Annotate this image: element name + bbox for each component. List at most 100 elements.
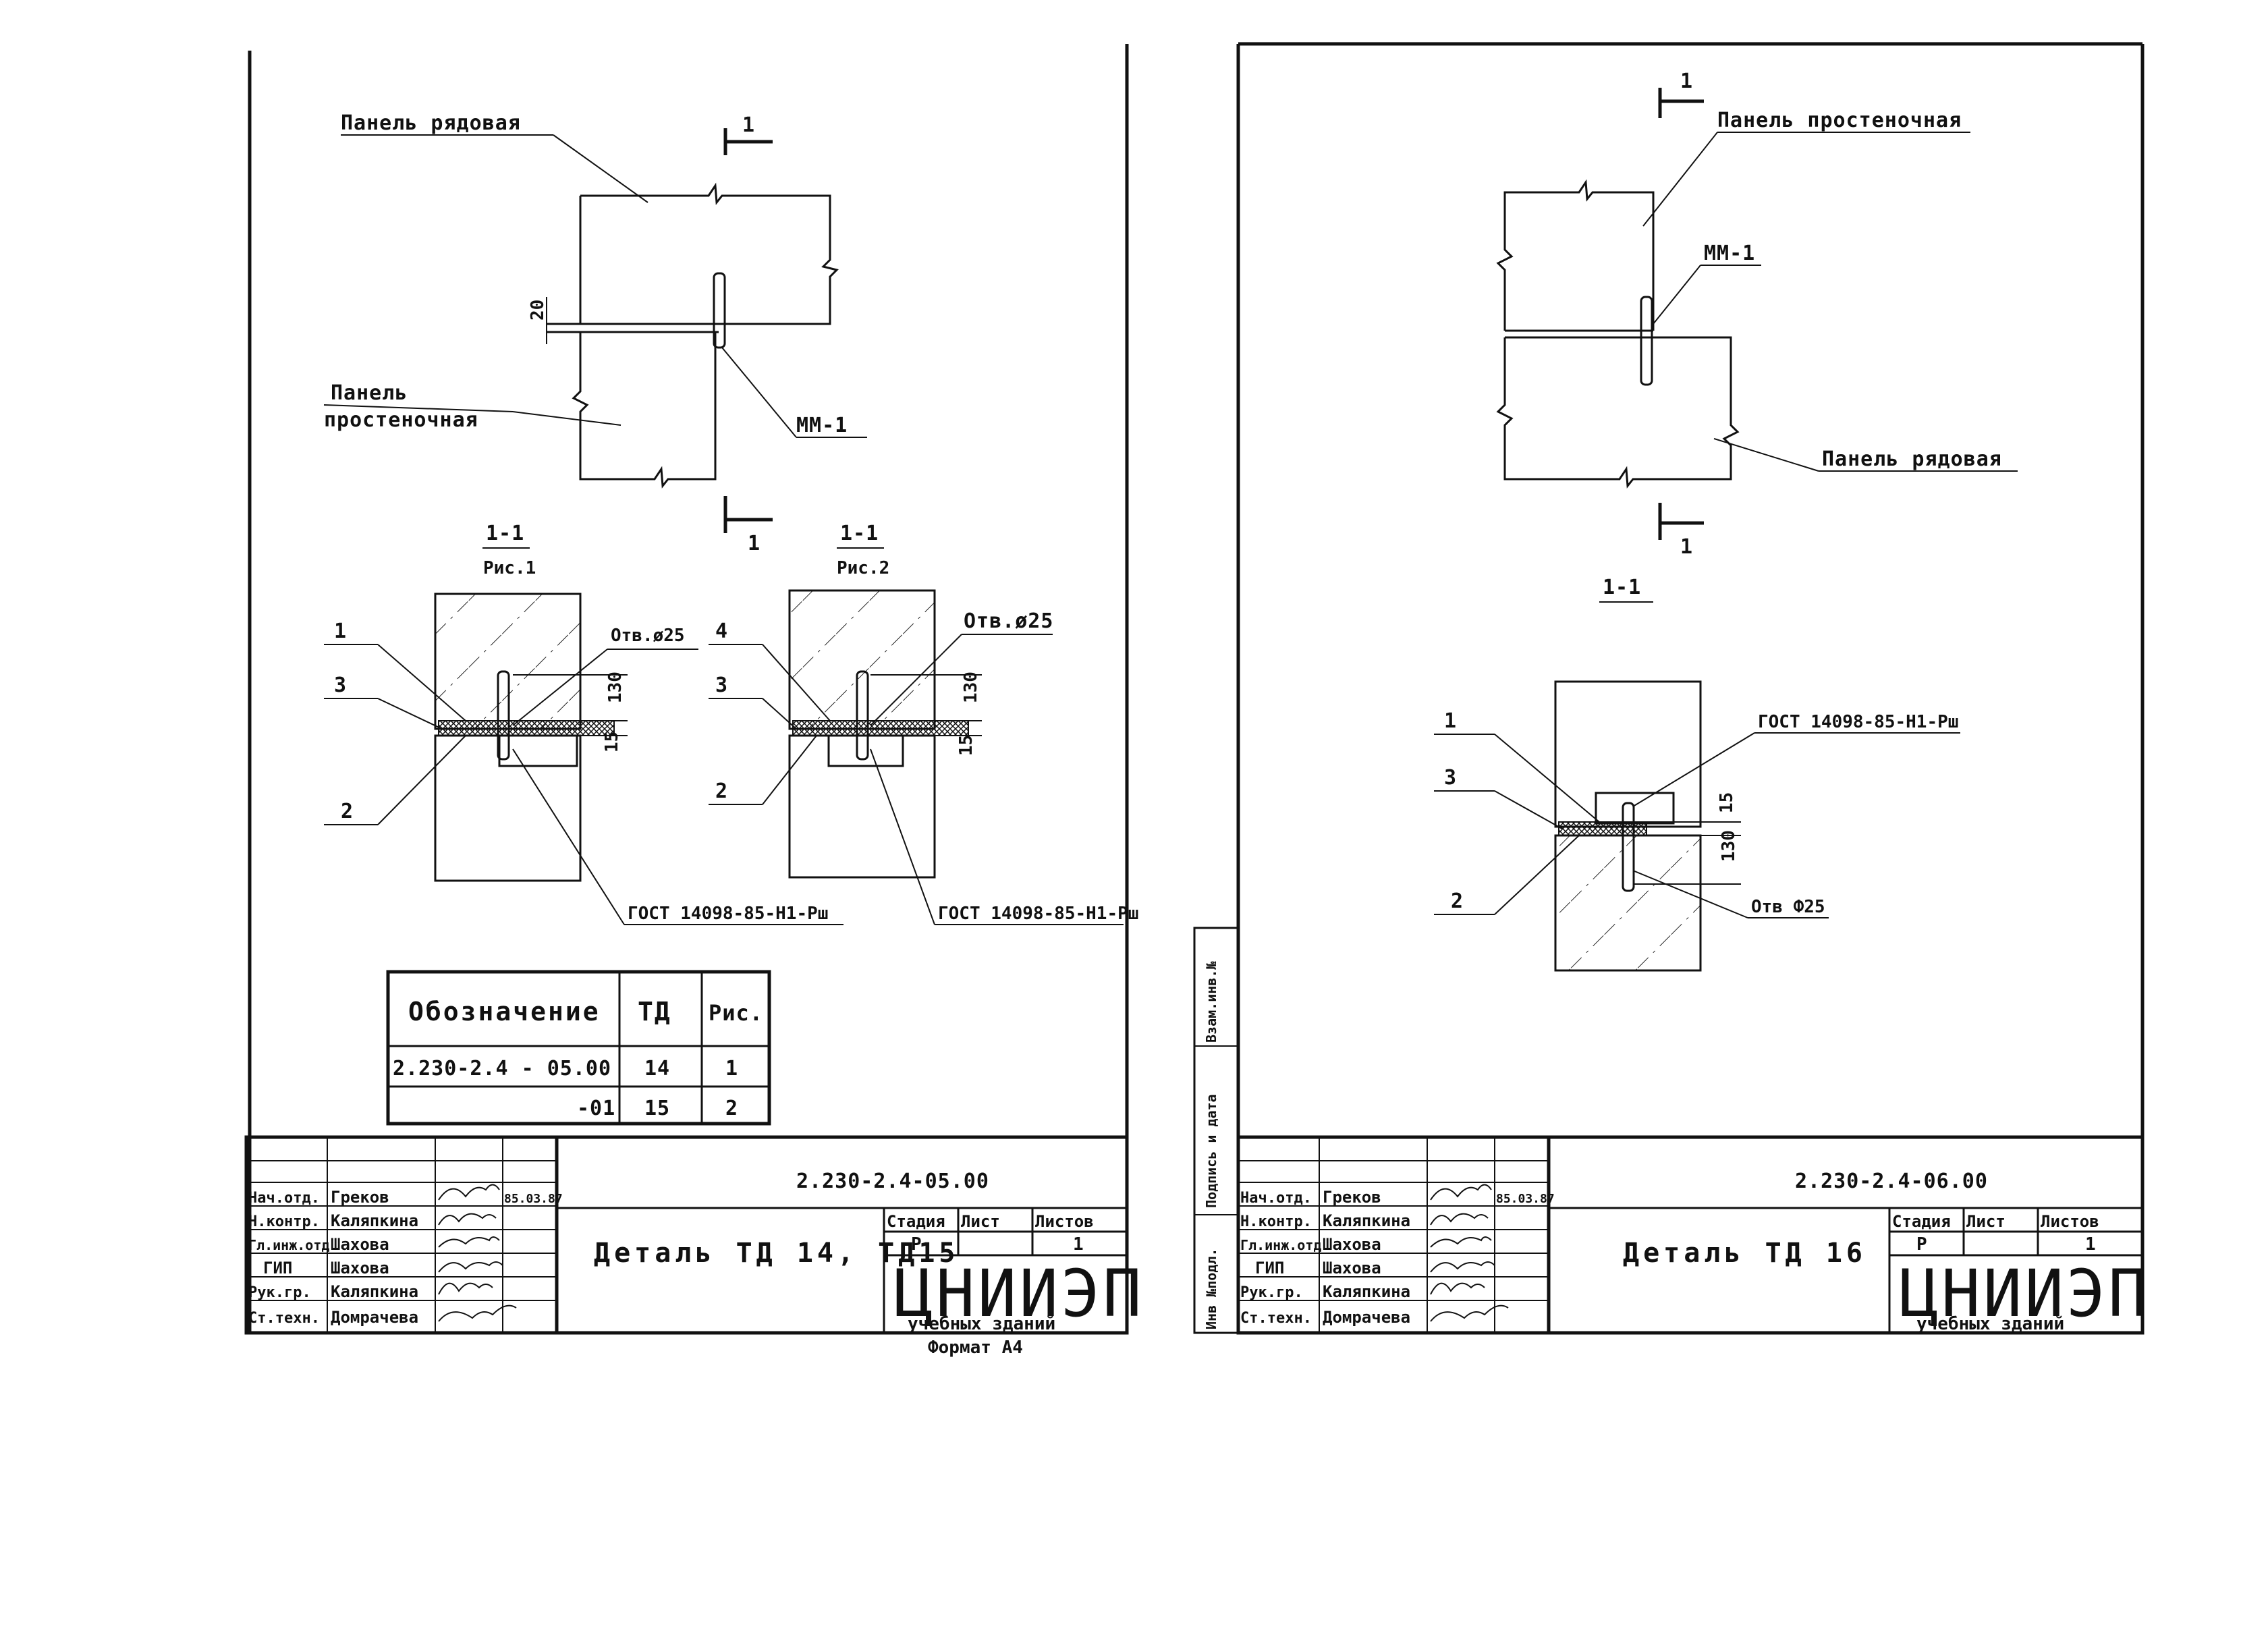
left-sheet-header: Лист bbox=[961, 1212, 1000, 1231]
table-row1-designation: 2.230-2.4 - 05.00 bbox=[393, 1057, 611, 1080]
fig2-callout-2: 2 bbox=[715, 779, 728, 803]
section-fig1: 1-1 Рис.1 130 15 Отв.ø25 1 3 2 ГО bbox=[324, 522, 843, 925]
fig1-gost: ГОСТ 14098-85-Н1-Рш bbox=[628, 904, 828, 924]
fig1-callout-1: 1 bbox=[334, 620, 347, 643]
fig2-subtitle: Рис.2 bbox=[837, 558, 889, 578]
right-signatures bbox=[1430, 1184, 1509, 1322]
left-staff-name: Шахова bbox=[331, 1259, 389, 1278]
left-org-sub: учебных зданий bbox=[908, 1314, 1055, 1334]
left-title: Деталь ТД 14, ТД15 bbox=[594, 1238, 959, 1269]
left-signatures bbox=[438, 1184, 517, 1322]
label-mm1-right: ММ-1 bbox=[1704, 242, 1755, 265]
left-format: Формат А4 bbox=[928, 1338, 1023, 1358]
left-stage-header: Стадия bbox=[887, 1212, 945, 1231]
fig2-callout-4: 4 bbox=[715, 620, 728, 643]
right-plan-view: 1 Панель простеночная ММ-1 Панель рядова… bbox=[1496, 70, 2018, 559]
label-pier-panel-1: Панель bbox=[331, 381, 408, 405]
left-plan-view: Панель рядовая 20 Панель простеночная ММ… bbox=[323, 111, 867, 555]
right-dim-upper: 15 bbox=[1717, 792, 1737, 813]
right-section: 1-1 15 130 ГОСТ 14098-85-Н1-Рш Отв Ф25 1… bbox=[1434, 576, 1960, 972]
right-date: 85.03.87 bbox=[1496, 1192, 1555, 1206]
left-sheets-header: Листов bbox=[1035, 1212, 1094, 1231]
right-sheets-header: Листов bbox=[2041, 1212, 2099, 1231]
right-staff-name: Греков bbox=[1323, 1188, 1381, 1207]
left-sheet: Панель рядовая 20 Панель простеночная ММ… bbox=[244, 44, 1144, 1358]
left-staff-name: Греков bbox=[331, 1188, 389, 1207]
right-staff-name: Каляпкина bbox=[1323, 1211, 1410, 1230]
left-title-block: 2.230-2.4-05.00 Деталь ТД 14, ТД15 Стади… bbox=[244, 1135, 1144, 1358]
right-org-logo: ЦНИИЭП bbox=[1900, 1256, 2150, 1331]
left-staff-role: Гл.инж.отд bbox=[248, 1237, 329, 1253]
left-staff-name: Каляпкина bbox=[331, 1211, 418, 1230]
table-row2-fig: 2 bbox=[725, 1097, 738, 1120]
right-staff-name: Шахова bbox=[1323, 1235, 1381, 1254]
designation-table: Обозначение ТД Рис. 2.230-2.4 - 05.00 14… bbox=[386, 970, 771, 1126]
right-section-title: 1-1 bbox=[1603, 576, 1641, 599]
dim-gap: 20 bbox=[528, 300, 548, 321]
table-header-td: ТД bbox=[638, 997, 671, 1026]
left-staff-name: Домрачева bbox=[331, 1308, 418, 1327]
side-stamp: Взам.инв.№ Подпись и дата Инв №подл. bbox=[1193, 927, 1240, 1334]
left-staff-role: Нач.отд. bbox=[248, 1190, 320, 1207]
section-mark-bottom: 1 bbox=[748, 532, 760, 555]
right-section-mark-bottom: 1 bbox=[1680, 535, 1693, 559]
left-staff-name: Шахова bbox=[331, 1235, 389, 1254]
right-staff-role: ГИП bbox=[1255, 1259, 1284, 1278]
section-mark-top: 1 bbox=[742, 113, 755, 137]
left-staff-list: Нач.отд. Греков Н.контр. Каляпкина Гл.ин… bbox=[248, 1188, 418, 1327]
stamp-replace-inv: Взам.инв.№ bbox=[1203, 961, 1219, 1043]
right-section-mark-top: 1 bbox=[1680, 70, 1693, 93]
fig2-hole: Отв.ø25 bbox=[964, 609, 1053, 633]
left-staff-role: ГИП bbox=[263, 1259, 292, 1278]
right-title-block: 2.230-2.4-06.00 Деталь ТД 16 Стадия Лист… bbox=[1236, 1135, 2150, 1335]
fig1-dim-lower: 15 bbox=[602, 732, 622, 752]
right-stage-header: Стадия bbox=[1892, 1212, 1951, 1231]
label-row-panel: Панель рядовая bbox=[341, 111, 521, 135]
right-hole: Отв Ф25 bbox=[1751, 897, 1825, 917]
right-sheet: Взам.инв.№ Подпись и дата Инв №подл. 1 П… bbox=[1193, 42, 2150, 1335]
left-date: 85.03.87 bbox=[504, 1192, 563, 1206]
fig2-gost: ГОСТ 14098-85-Н1-Рш bbox=[938, 904, 1138, 924]
table-header-designation: Обозначение bbox=[408, 997, 601, 1026]
right-title: Деталь ТД 16 bbox=[1623, 1238, 1866, 1269]
right-callout-1: 1 bbox=[1444, 709, 1457, 733]
left-stage: Р bbox=[911, 1234, 922, 1255]
left-staff-role: Рук.гр. bbox=[248, 1284, 311, 1301]
label-row-panel-right: Панель рядовая bbox=[1822, 447, 2002, 471]
left-doc-code: 2.230-2.4-05.00 bbox=[796, 1170, 989, 1193]
right-doc-code: 2.230-2.4-06.00 bbox=[1795, 1170, 1988, 1193]
right-staff-name: Шахова bbox=[1323, 1259, 1381, 1278]
left-staff-name: Каляпкина bbox=[331, 1282, 418, 1301]
right-staff-role: Рук.гр. bbox=[1240, 1284, 1303, 1301]
right-staff-role: Ст.техн. bbox=[1240, 1310, 1312, 1327]
right-callout-3: 3 bbox=[1444, 766, 1457, 790]
right-staff-role: Н.контр. bbox=[1240, 1213, 1312, 1230]
fig1-callout-2: 2 bbox=[341, 800, 354, 823]
fig2-callout-3: 3 bbox=[715, 674, 728, 697]
table-row2-designation: -01 bbox=[577, 1097, 615, 1120]
label-mm1: ММ-1 bbox=[796, 414, 848, 437]
fig1-title: 1-1 bbox=[486, 522, 524, 545]
stamp-inv-no: Инв №подл. bbox=[1203, 1248, 1219, 1329]
table-row1-fig: 1 bbox=[725, 1057, 738, 1080]
table-row1-td: 14 bbox=[644, 1057, 670, 1080]
right-staff-name: Каляпкина bbox=[1323, 1282, 1410, 1301]
table-header-fig: Рис. bbox=[709, 1000, 763, 1026]
fig2-dim-lower: 15 bbox=[956, 735, 976, 756]
right-sheet-header: Лист bbox=[1966, 1212, 2006, 1231]
right-staff-list: Нач.отд. Греков Н.контр. Каляпкина Гл.ин… bbox=[1240, 1188, 1410, 1327]
fig2-dim-upper: 130 bbox=[961, 671, 981, 703]
left-sheets: 1 bbox=[1073, 1234, 1084, 1255]
left-org-logo: ЦНИИЭП bbox=[894, 1256, 1144, 1331]
left-staff-role: Ст.техн. bbox=[248, 1310, 320, 1327]
right-stage: Р bbox=[1916, 1234, 1927, 1255]
right-staff-name: Домрачева bbox=[1323, 1308, 1410, 1327]
fig1-dim-upper: 130 bbox=[605, 671, 626, 703]
right-callout-2: 2 bbox=[1451, 889, 1464, 913]
right-sheets: 1 bbox=[2085, 1234, 2096, 1255]
label-pier-panel-2: простеночная bbox=[324, 408, 478, 432]
fig1-subtitle: Рис.1 bbox=[483, 558, 536, 578]
right-staff-role: Гл.инж.отд bbox=[1240, 1237, 1321, 1253]
fig1-hole: Отв.ø25 bbox=[611, 626, 685, 646]
